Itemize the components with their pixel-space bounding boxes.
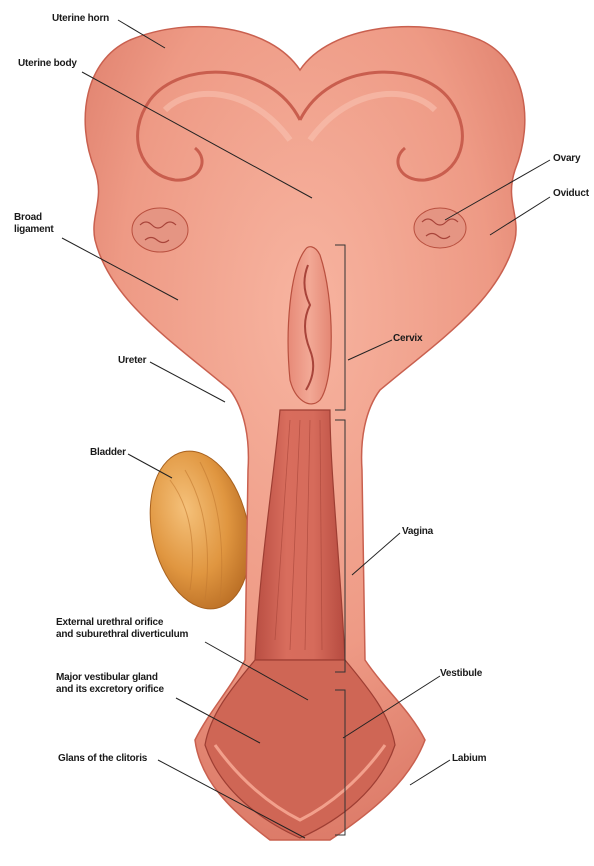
label-cervix: Cervix — [393, 333, 422, 345]
bladder-shape — [136, 442, 263, 618]
label-ovary: Ovary — [553, 153, 580, 165]
label-labium: Labium — [452, 753, 486, 765]
label-uterine-horn: Uterine horn — [52, 13, 109, 25]
label-vestibule: Vestibule — [440, 668, 482, 680]
label-external-urethral: External urethral orifice and suburethra… — [56, 617, 188, 641]
label-ureter: Ureter — [118, 355, 146, 367]
label-glans-clitoris: Glans of the clitoris — [58, 753, 147, 765]
left-ovary-shape — [132, 208, 188, 252]
label-broad-ligament: Broad ligament — [14, 212, 54, 236]
label-uterine-body: Uterine body — [18, 58, 77, 70]
label-oviduct: Oviduct — [553, 188, 589, 200]
leader-labium — [410, 760, 450, 785]
label-bladder: Bladder — [90, 447, 126, 459]
right-ovary-shape — [414, 208, 466, 248]
label-major-vestibular: Major vestibular gland and its excretory… — [56, 672, 164, 696]
label-vagina: Vagina — [402, 526, 433, 538]
